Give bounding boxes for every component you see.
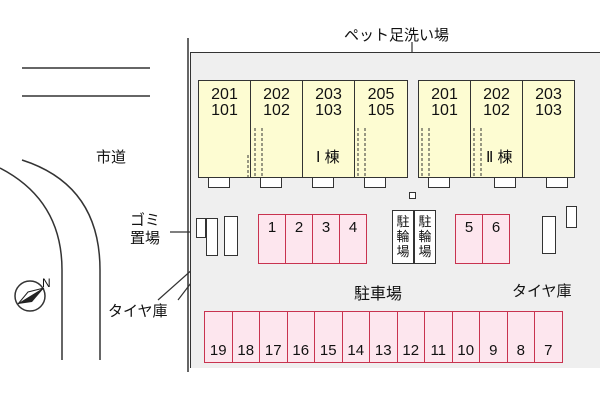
- compass-letter: N: [42, 276, 51, 290]
- parking-space: 14: [341, 311, 370, 363]
- parking-space: 2: [285, 214, 313, 264]
- building2-tab: [428, 177, 450, 188]
- bike-parking-1: 駐輪場: [392, 210, 414, 264]
- parking-space: 9: [479, 311, 508, 363]
- tire-storage-right-label: タイヤ庫: [512, 283, 572, 300]
- parking-space: 17: [259, 311, 288, 363]
- building2-tab: [494, 177, 516, 188]
- parking-space: 4: [339, 214, 367, 264]
- tire-storage-right-2: [566, 206, 577, 228]
- parking-space: 16: [286, 311, 315, 363]
- garbage-station: [196, 218, 206, 238]
- building2-label: Ⅱ 棟: [486, 149, 513, 166]
- parking-space: 13: [369, 311, 398, 363]
- building1-tab: [260, 177, 282, 188]
- tire-storage-left-1: [206, 218, 218, 256]
- parking-space: 12: [396, 311, 425, 363]
- road-label: 市道: [96, 149, 127, 166]
- tire-storage-left-2: [224, 216, 238, 256]
- building1-tab: [364, 177, 386, 188]
- parking-space: 5: [455, 214, 483, 264]
- pet-wash-label: ペット足洗い場: [344, 27, 450, 44]
- parking-space: 6: [482, 214, 510, 264]
- garbage-label: ゴミ置場: [130, 212, 161, 247]
- parking-space: 10: [451, 311, 480, 363]
- parking-space: 8: [506, 311, 535, 363]
- building2-tab: [546, 177, 568, 188]
- compass-icon: [14, 280, 46, 312]
- parking-space: 19: [204, 311, 233, 363]
- parking-space: 3: [312, 214, 340, 264]
- parking-space: 11: [424, 311, 453, 363]
- pet-wash-marker: [409, 192, 416, 199]
- tire-storage-left-label: タイヤ庫: [108, 303, 168, 320]
- tire-storage-right-1: [542, 216, 556, 254]
- building1-label: Ⅰ 棟: [316, 149, 340, 166]
- parking-space: 1: [258, 214, 286, 264]
- parking-space: 7: [534, 311, 563, 363]
- parking-space: 18: [231, 311, 260, 363]
- building1-tab: [208, 177, 230, 188]
- parking-label: 駐車場: [354, 286, 403, 303]
- bike-parking-2: 駐輪場: [414, 210, 436, 264]
- building1-tab: [312, 177, 334, 188]
- parking-space: 15: [314, 311, 343, 363]
